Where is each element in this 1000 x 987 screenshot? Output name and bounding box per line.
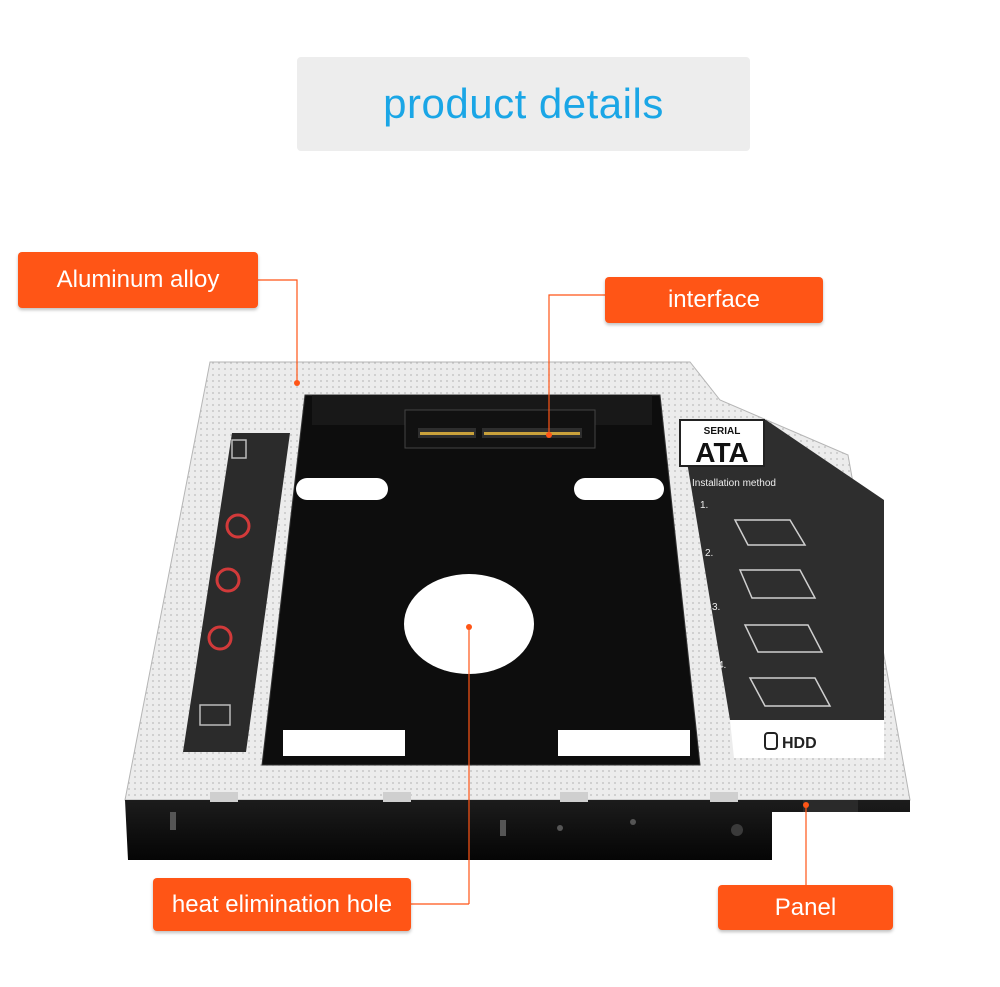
hdd-icon (764, 732, 778, 750)
serial-ata-box (679, 419, 765, 467)
sticker-step-2: 2. (705, 548, 713, 559)
front-panel (125, 800, 910, 860)
page-title: product details (383, 80, 664, 127)
panel-latch (803, 800, 858, 812)
title-banner: product details (297, 57, 750, 151)
callout-interface: interface (605, 277, 823, 323)
tray-slot-right (574, 478, 664, 500)
sticker-installation-label: Installation method (692, 478, 776, 489)
callout-interface-label: interface (667, 286, 761, 313)
tray-slot-left (296, 478, 388, 500)
sticker-step-1: 1. (700, 500, 708, 511)
sticker-brand-main: ATA (695, 437, 748, 468)
sticker-step-4: 4. (718, 660, 726, 671)
callout-heat-elimination-hole: heat elimination hole (153, 878, 411, 931)
left-sticker (183, 433, 290, 752)
callout-aluminum-alloy-label: Aluminum alloy (56, 266, 220, 293)
left-sticker-icons (207, 513, 251, 651)
callout-aluminum-alloy: Aluminum alloy (18, 252, 258, 308)
sticker-brand-top: SERIAL (704, 426, 741, 437)
callout-heat-elimination-hole-label: heat elimination hole (171, 890, 393, 918)
sticker-hdd-label: HDD (782, 735, 817, 752)
callout-panel: Panel (718, 885, 893, 930)
sticker-step-3: 3. (712, 602, 720, 613)
callout-panel-label: Panel (774, 893, 837, 921)
